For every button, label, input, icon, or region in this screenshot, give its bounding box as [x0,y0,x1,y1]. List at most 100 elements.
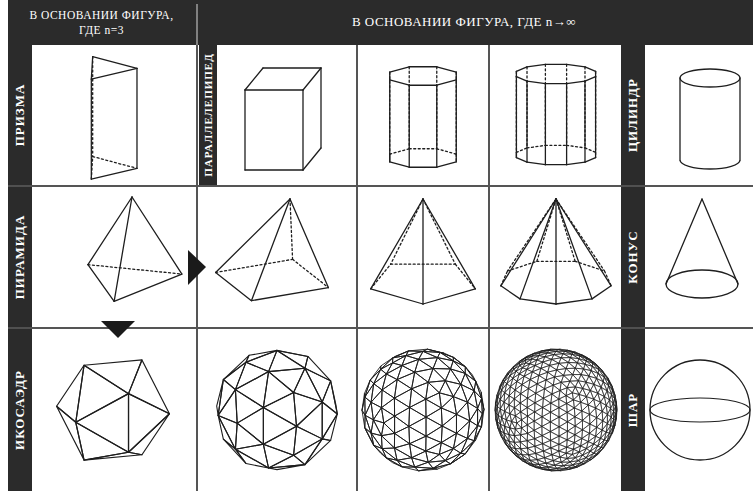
facet [467,421,477,439]
facet [129,394,170,453]
geodesic-figure [362,349,484,471]
grid-line [488,45,490,491]
facet [551,403,559,412]
facet [467,402,477,421]
facet [535,398,543,407]
edge-line [567,81,585,84]
prism-figure [516,64,595,164]
edge-line [702,199,738,284]
facet [600,430,606,438]
facet [551,436,560,444]
facet [510,450,516,456]
hidden-edge [293,259,329,287]
hidden-edge [88,265,182,274]
facet [331,381,338,414]
edge-line [739,78,740,160]
header-cell: В ОСНОВАНИИ ФИГУРА, ГДЕ n=3 [8,0,195,45]
facet [542,436,550,444]
facet [543,403,551,412]
facet [500,380,504,388]
edge-line [545,164,566,165]
facet [514,429,520,436]
edge-line [592,286,611,299]
facet [575,417,583,426]
facet [410,389,426,408]
facet [362,410,365,428]
edge-line [666,199,702,284]
facet [567,417,575,426]
facet [453,438,467,453]
facet [453,357,465,366]
facet [513,374,519,381]
facet [515,423,521,429]
facet [514,436,520,443]
column-label: ПАРАЛЛЕЛЕПИПЕД [199,45,217,185]
edge-line [244,90,245,170]
facet [521,407,528,416]
facet [612,386,615,395]
facet [419,358,438,369]
hidden-edge [545,145,566,146]
edge-line [437,67,456,72]
edge-line [216,199,290,272]
facet [428,454,445,462]
edge-line [390,67,409,72]
facet [551,444,559,451]
facet [528,380,537,389]
edge-line [556,199,611,286]
edge-line [136,68,137,168]
edge-line [567,64,585,67]
edge-line [422,199,423,304]
hidden-edge [527,145,545,148]
facet [395,416,409,433]
facet [450,454,465,464]
edge-line [501,286,520,299]
facet [567,403,575,412]
facet [550,427,559,436]
geodesic-figure [217,350,338,469]
facet [559,399,567,408]
facet [521,428,528,435]
facet [527,403,535,412]
pyramid-figure [501,199,611,304]
facet [537,375,546,383]
bottom-arc [680,160,740,169]
facet [607,434,611,441]
hidden-edge [526,67,527,148]
grid-line [32,185,621,187]
edge-line [556,299,592,304]
facet [520,398,527,407]
facet [552,455,560,461]
hidden-edge [423,199,455,264]
facet [514,435,520,442]
hidden-edge [455,264,475,289]
facet [574,435,581,443]
facet [520,435,527,442]
facet [402,359,419,372]
edge-line [585,77,596,81]
facet [76,422,129,460]
right-band [621,45,645,491]
facet [611,408,614,417]
edge-line [263,67,321,68]
facet [277,350,308,368]
facet [415,462,433,468]
edge-line [545,83,566,84]
left-band [8,0,32,491]
vertical-label: ПРИЗМА [12,48,28,182]
edge-line [245,89,303,90]
grid-line [645,327,753,329]
facet [235,423,263,449]
facet [555,462,564,465]
facet [381,423,394,436]
edge-line [320,68,321,148]
facet [615,395,616,404]
facet [374,445,387,458]
facet [558,349,567,350]
row-label: ПИРАМИДА [8,187,32,327]
facet [520,394,527,403]
facet [572,452,579,458]
facet [520,363,526,368]
row-label: ПРИЗМА [8,45,32,185]
facet [521,389,529,399]
